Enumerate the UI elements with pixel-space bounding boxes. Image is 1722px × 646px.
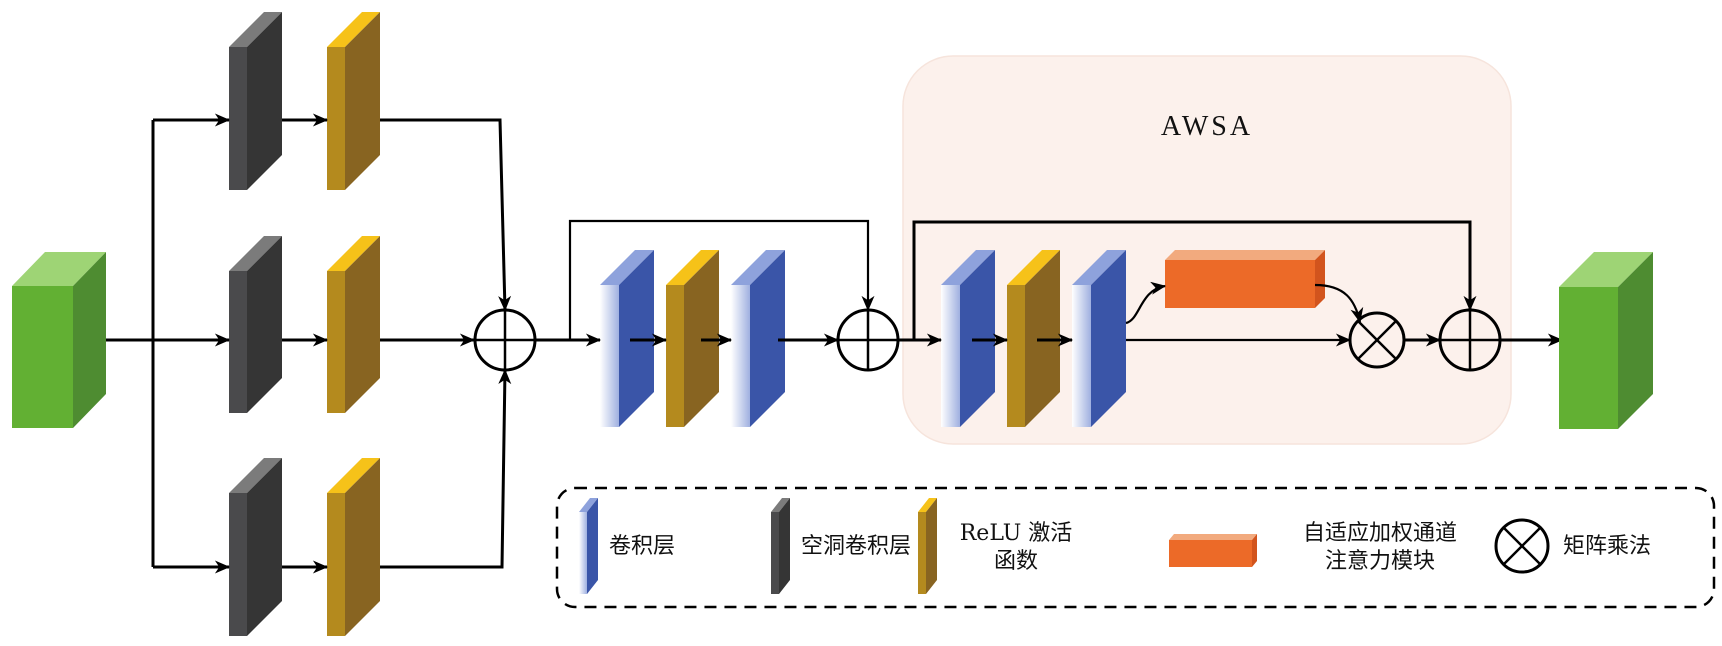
legend-conv-icon (579, 498, 598, 594)
input-feature-map (12, 252, 106, 428)
awsa-title: AWSA (1161, 111, 1253, 142)
legend-box (555, 486, 1716, 609)
legend-matrix-multiplication-icon (1494, 518, 1550, 574)
branch-connectors (106, 113, 512, 574)
residual-connectors (535, 219, 875, 347)
legend-dilated-conv-icon (771, 498, 790, 594)
relu-top (327, 12, 380, 190)
legend-label-relu-line2: 函数 (994, 549, 1038, 574)
adaptive-weighted-channel-attention-module (1165, 250, 1325, 308)
legend-label-attention-line1: 自适应加权通道 (1303, 521, 1457, 546)
relu-middle (327, 236, 380, 413)
dilated-conv-middle (229, 236, 282, 413)
dilated-conv-bottom (229, 458, 282, 636)
element-wise-sum-3 (1438, 308, 1502, 372)
legend-label-attention-line2: 注意力模块 (1325, 549, 1435, 574)
legend-relu-icon (918, 498, 937, 594)
dilated-conv-top (229, 12, 282, 190)
awsa-connectors (898, 220, 1564, 347)
element-wise-sum-2 (836, 308, 900, 372)
legend-attention-icon (1169, 534, 1257, 567)
relu-bottom (327, 458, 380, 636)
element-wise-sum-1 (473, 308, 537, 372)
output-feature-map (1559, 252, 1653, 429)
legend-label-dilated-conv: 空洞卷积层 (801, 534, 911, 559)
conv-layer-2 (731, 250, 785, 427)
conv-layer-1 (600, 250, 654, 427)
legend-label-relu-line1: ReLU 激活 (960, 521, 1073, 546)
legend-label-matrix-multiplication: 矩阵乘法 (1563, 534, 1651, 559)
legend-label-conv: 卷积层 (609, 534, 675, 559)
awsa-conv-layer-2 (1072, 250, 1126, 427)
